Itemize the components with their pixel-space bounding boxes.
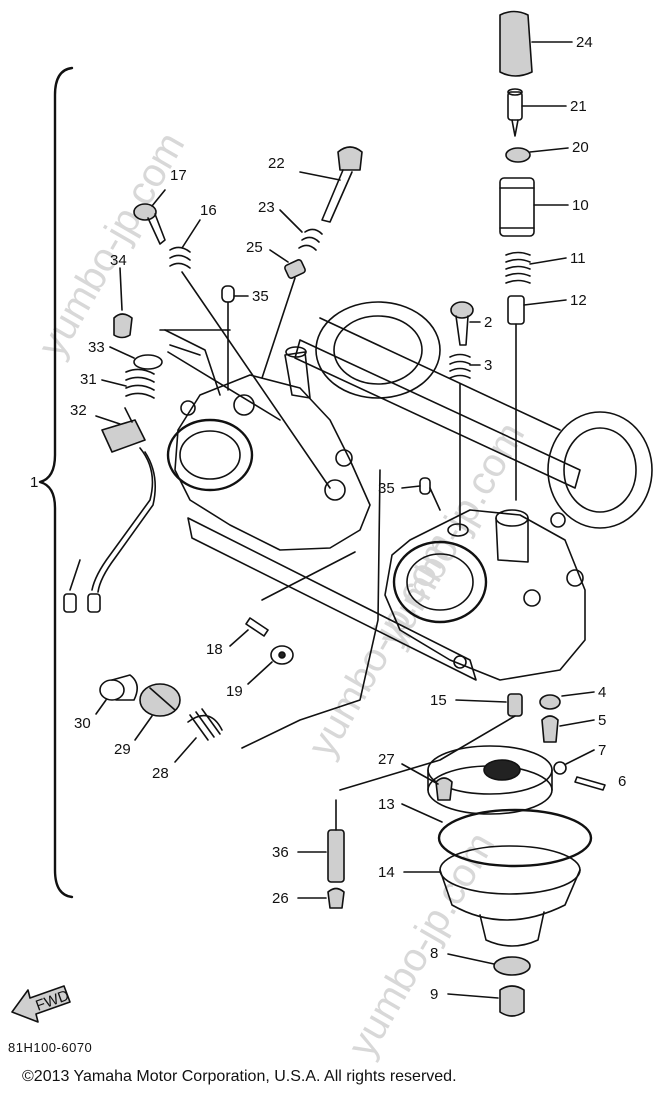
- svg-text:yumbo-jp.com: yumbo-jp.com: [340, 825, 504, 1065]
- callout-3: 3: [484, 357, 492, 374]
- part-35-plug-lower: [419, 477, 431, 495]
- assembly-bracket: [38, 66, 74, 899]
- diagram-code: 81H100-6070: [8, 1040, 93, 1055]
- part-18-pin: [245, 617, 269, 637]
- part-15-fitting: [507, 693, 523, 717]
- part-27-screw: [435, 777, 453, 801]
- part-9-plug: [499, 985, 525, 1017]
- callout-10: 10: [572, 197, 589, 214]
- callout-28: 28: [152, 765, 169, 782]
- callout-6: 6: [618, 773, 626, 790]
- callout-23: 23: [258, 199, 275, 216]
- callout-8: 8: [430, 945, 438, 962]
- watermark: yumbo-jp.com yumbo-jp.com yumbo-jp.com y…: [30, 125, 534, 1065]
- callout-35-lower: 35: [378, 480, 395, 497]
- part-13-o-ring: [437, 808, 593, 868]
- callout-33: 33: [88, 339, 105, 356]
- carburetor-body: [164, 301, 653, 681]
- callout-9: 9: [430, 986, 438, 1003]
- callout-29: 29: [114, 741, 131, 758]
- part-21-needle-valve: [507, 88, 523, 137]
- callout-36: 36: [272, 844, 289, 861]
- callout-14: 14: [378, 864, 395, 881]
- part-14-float-bowl: [439, 845, 581, 947]
- callout-19: 19: [226, 683, 243, 700]
- callout-26: 26: [272, 890, 289, 907]
- part-6-pin: [574, 776, 606, 791]
- callout-34: 34: [110, 252, 127, 269]
- part-10-valve-body: [499, 177, 535, 237]
- callout-11: 11: [570, 250, 586, 267]
- part-23-spring: [298, 228, 323, 251]
- part-22-pilot-screw: [321, 146, 363, 223]
- callout-2: 2: [484, 314, 492, 331]
- part-3-spring: [449, 353, 471, 379]
- part-34-plug: [113, 313, 133, 339]
- callout-18: 18: [206, 641, 223, 658]
- part-28-spring: [187, 708, 223, 741]
- part-36-nozzle: [327, 799, 345, 883]
- part-35-plug-upper: [221, 285, 235, 303]
- callout-32: 32: [70, 402, 87, 419]
- part-30-collar: [99, 674, 138, 701]
- part-17-screw: [133, 203, 166, 245]
- callout-13: 13: [378, 796, 395, 813]
- callouts: 24 21 20 10 11 12 2 3 22 23 25 35: [30, 34, 626, 1003]
- part-16-spring: [169, 246, 191, 269]
- callout-31: 31: [80, 371, 97, 388]
- callout-24: 24: [576, 34, 593, 51]
- callout-20: 20: [572, 139, 589, 156]
- callout-5: 5: [598, 712, 606, 729]
- part-24-cap: [499, 10, 533, 77]
- part-31-spring: [125, 368, 155, 399]
- part-7-float-chamber: [427, 745, 567, 815]
- part-5-screw: [541, 715, 559, 743]
- part-4-washer: [539, 694, 561, 710]
- fwd-arrow-icon: FWD: [11, 985, 72, 1023]
- part-32-fitting-wire: [63, 407, 156, 613]
- part-2-screw: [450, 301, 474, 346]
- callout-1: 1: [30, 474, 38, 491]
- part-19-nut: [270, 645, 294, 665]
- callout-4: 4: [598, 684, 606, 701]
- callout-21: 21: [570, 98, 587, 115]
- callout-27: 27: [378, 751, 395, 768]
- callout-25: 25: [246, 239, 263, 256]
- copyright-notice: ©2013 Yamaha Motor Corporation, U.S.A. A…: [22, 1068, 457, 1085]
- callout-12: 12: [570, 292, 587, 309]
- part-29-cover: [139, 683, 181, 717]
- callout-15: 15: [430, 692, 447, 709]
- part-12-needle: [507, 295, 525, 501]
- part-11-spring: [505, 251, 531, 284]
- callout-35-upper: 35: [252, 288, 269, 305]
- part-25-washer: [284, 259, 306, 279]
- callout-16: 16: [200, 202, 217, 219]
- callout-7: 7: [598, 742, 606, 759]
- part-33-o-ring: [133, 354, 163, 370]
- part-26-jet: [327, 887, 345, 909]
- callout-30: 30: [74, 715, 91, 732]
- callout-22: 22: [268, 155, 285, 172]
- part-20-nut: [505, 147, 531, 163]
- callout-17: 17: [170, 167, 187, 184]
- part-8-washer: [493, 956, 531, 976]
- svg-text:FWD: FWD: [33, 987, 71, 1015]
